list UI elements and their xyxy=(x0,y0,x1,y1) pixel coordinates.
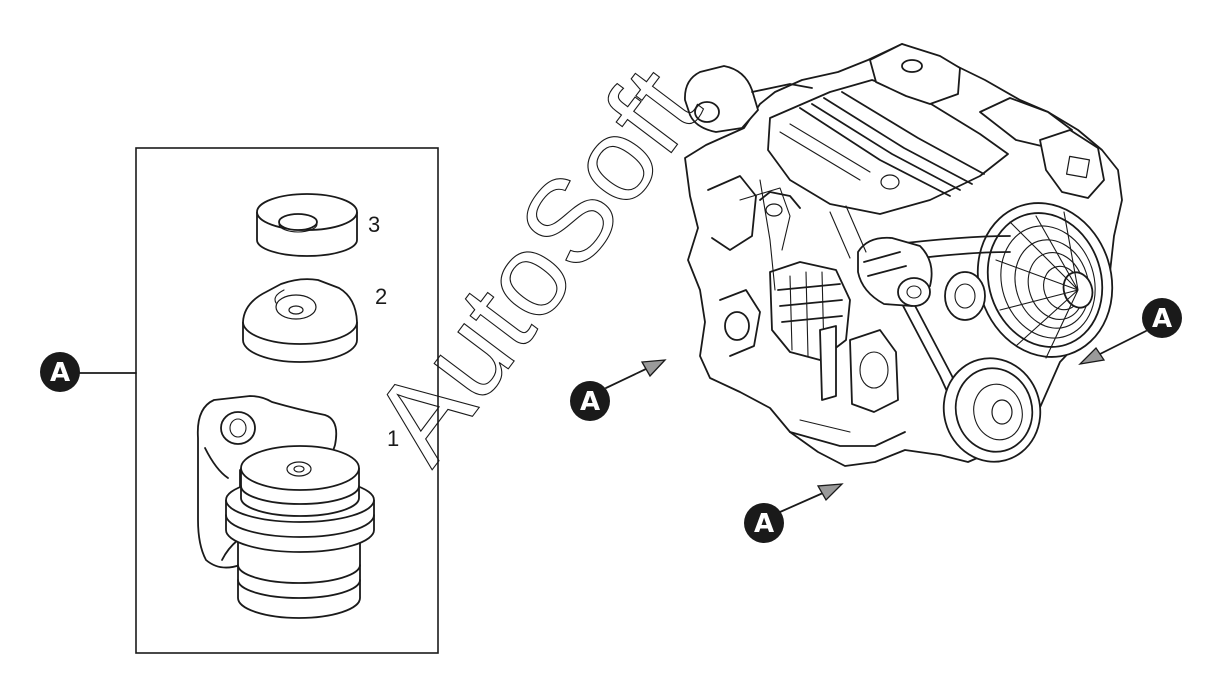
watermark: AutoSoft xyxy=(347,44,726,486)
crank-pulley xyxy=(942,357,1042,463)
svg-text:A: A xyxy=(580,387,600,417)
callout-a-engine-right: A xyxy=(1078,298,1182,365)
svg-text:AutoSoft: AutoSoft xyxy=(347,45,725,486)
svg-text:A: A xyxy=(50,358,70,388)
part-3-number: 3 xyxy=(368,212,380,237)
alternator xyxy=(857,236,933,307)
part-2-number: 2 xyxy=(375,284,387,309)
engine-illustration xyxy=(684,43,1123,467)
part-1-number: 1 xyxy=(387,426,399,451)
engine-fan xyxy=(976,202,1114,359)
svg-text:A: A xyxy=(754,509,774,539)
callout-a-engine-bottom: A xyxy=(744,483,844,543)
parts-box: 3 2 xyxy=(135,147,439,654)
part-1-mount xyxy=(196,395,375,619)
part-2-bushing xyxy=(242,278,358,363)
callout-a-engine-left: A xyxy=(570,359,667,421)
svg-text:A: A xyxy=(1152,304,1172,334)
tensioner-pulley xyxy=(944,271,986,321)
parts-box-frame xyxy=(135,147,439,654)
callout-a-parts-box: A xyxy=(40,352,137,392)
part-3-washer xyxy=(256,193,358,257)
